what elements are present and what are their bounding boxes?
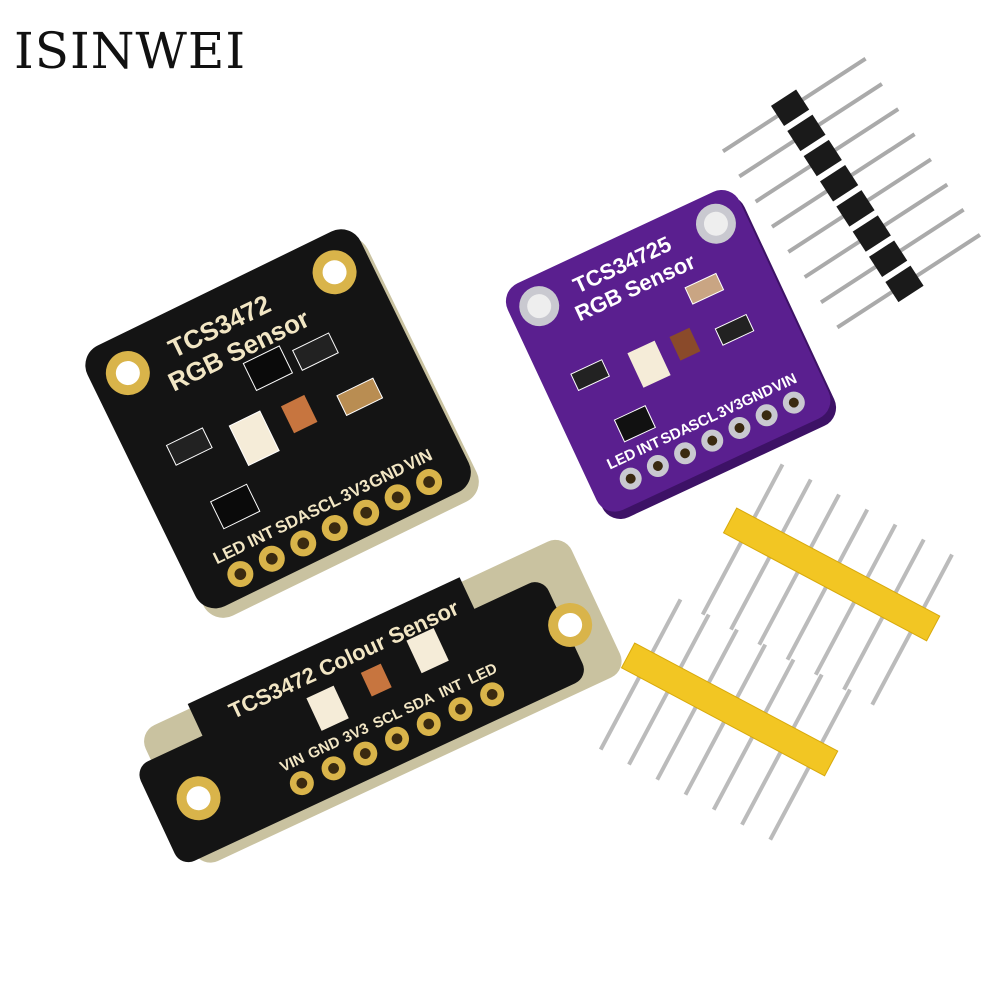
- header-housing: [836, 190, 875, 227]
- led-component: [627, 340, 671, 388]
- yellow-pin-header-lower: [598, 598, 852, 841]
- header-housing: [722, 507, 941, 642]
- black-pin-header: [721, 57, 982, 330]
- header-housing: [819, 164, 859, 202]
- yellow-pin-header-upper: [700, 463, 954, 706]
- color-sensor-chip: [280, 394, 318, 434]
- color-sensor-chip: [360, 663, 392, 697]
- header-housing: [869, 240, 908, 277]
- header-housing: [852, 215, 891, 252]
- led-component-left: [306, 685, 349, 731]
- header-housing: [803, 139, 842, 177]
- header-housing: [787, 114, 826, 152]
- led-component: [228, 410, 280, 467]
- header-housing: [885, 265, 924, 303]
- brand-watermark: ISINWEI: [14, 22, 247, 80]
- color-sensor-chip: [669, 327, 701, 361]
- header-housing: [620, 642, 839, 777]
- led-component-right: [406, 627, 449, 674]
- tcs34725-purple-board: TCS34725 RGB Sensor LEDINTSDASCL3V3GNDVI…: [505, 190, 837, 519]
- header-housing: [770, 89, 810, 126]
